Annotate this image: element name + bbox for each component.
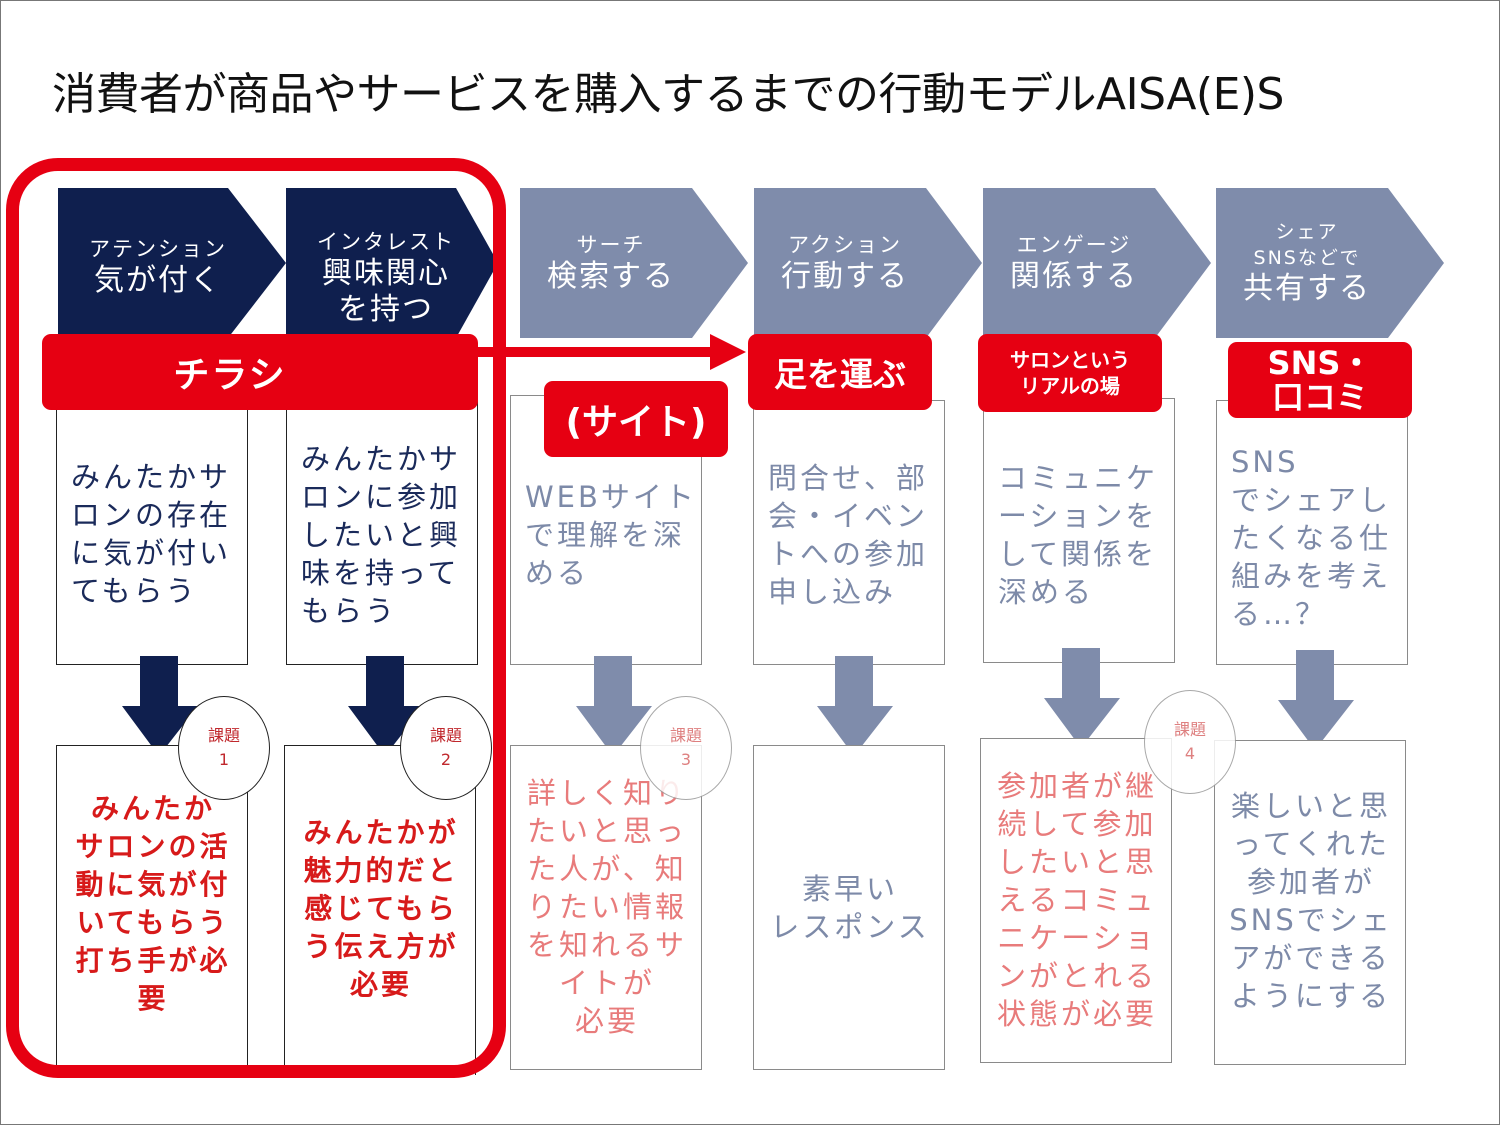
outcome-text: 楽しいと思 ってくれた 参加者が SNSでシェ アができる ようにする <box>1229 789 1393 1013</box>
outcome-box-2: みんたかが 魅力的だと 感じてもら う伝え方が 必要 <box>284 745 476 1075</box>
stage-main-label: 関係する <box>1010 259 1138 294</box>
down-arrow-icon <box>348 656 424 756</box>
challenge-label: 課題 <box>207 726 240 745</box>
stage-interest: インタレスト 興味関心 を持つ <box>286 188 514 338</box>
stage-main-label: 気が付く <box>94 263 222 298</box>
desc-text: WEBサイト で理解を深 める <box>525 480 697 590</box>
challenge-label: 課題 <box>1173 720 1206 739</box>
desc-text: 問合せ、部 会・イベン トへの参加 申し込み <box>768 461 929 609</box>
stage-main-label: 行動する <box>781 259 909 294</box>
tag-site: (サイト) <box>544 381 728 457</box>
stage-sub-label: シェア SNSなどで <box>1253 221 1361 269</box>
challenge-circle-4: 課題 4 <box>1144 690 1236 794</box>
challenge-number: 3 <box>680 750 692 769</box>
challenge-label: 課題 <box>429 726 462 745</box>
outcome-box-6: 楽しいと思 ってくれた 参加者が SNSでシェ アができる ようにする <box>1214 740 1406 1065</box>
outcome-box-1: みんたか サロンの活 動に気が付 いてもらう 打ち手が必 要 <box>56 745 248 1075</box>
stage-sub-label: インタレスト <box>317 230 455 254</box>
stage-engage: エンゲージ 関係する <box>983 188 1211 338</box>
stage-action: アクション 行動する <box>754 188 982 338</box>
desc-text: みんたかサ ロンの存在 に気が付い てもらう <box>71 460 232 608</box>
desc-box-4: 問合せ、部 会・イベン トへの参加 申し込み <box>753 400 945 665</box>
stage-sub-label: アテンション <box>89 237 227 261</box>
chevron-shape <box>520 188 748 338</box>
desc-text: コミュニケ ーションを して関係を 深める <box>998 461 1159 609</box>
outcome-box-4: 素早い レスポンス <box>753 745 945 1070</box>
highlight-frame <box>6 158 506 1078</box>
outcome-box-3: 詳しく知り たいと思っ た人が、知 りたい情報 を知れるサ イトが 必要 <box>510 745 702 1070</box>
desc-box-5: コミュニケ ーションを して関係を 深める <box>983 398 1175 663</box>
outcome-box-5: 参加者が継 続して参加 したいと思 えるコミュ ニケーショ ンがとれる 状態が必… <box>980 738 1172 1063</box>
down-arrow-icon <box>817 656 893 756</box>
down-arrow-icon <box>1044 648 1120 748</box>
tag-label: SNS・ 口コミ <box>1267 344 1373 416</box>
challenge-number: 4 <box>1184 744 1196 763</box>
tag-chirashi: チラシ <box>42 334 478 410</box>
challenge-circle-3: 課題 3 <box>640 696 732 800</box>
challenge-circle-2: 課題 2 <box>400 696 492 800</box>
challenge-number: 2 <box>440 750 452 769</box>
desc-text: SNS でシェアし たくなる仕 組みを考え る…？ <box>1231 445 1392 631</box>
outcome-text: 詳しく知り たいと思っ た人が、知 りたい情報 を知れるサ イトが 必要 <box>526 776 687 1038</box>
outcome-text: みんたか サロンの活 動に気が付 いてもらう 打ち手が必 要 <box>75 792 231 1015</box>
challenge-number: 1 <box>218 750 230 769</box>
down-arrow-icon <box>122 656 198 756</box>
chevron-shape <box>58 188 286 338</box>
tag-label: サロンという リアルの場 <box>1010 348 1130 398</box>
chevron-shape <box>983 188 1211 338</box>
challenge-circle-1: 課題 1 <box>178 696 270 800</box>
connector-arrow-icon <box>470 334 746 370</box>
challenge-label: 課題 <box>669 726 702 745</box>
stage-attention: アテンション 気が付く <box>58 188 286 338</box>
chevron-shape <box>286 188 498 338</box>
tag-label: チラシ <box>173 355 287 396</box>
outcome-text: 参加者が継 続して参加 したいと思 えるコミュ ニケーショ ンがとれる 状態が必… <box>996 769 1157 1031</box>
stage-share: シェア SNSなどで 共有する <box>1216 188 1444 338</box>
stage-main-label: 興味関心 を持つ <box>322 256 450 327</box>
stage-sub-label: サーチ <box>576 233 646 257</box>
chevron-shape <box>1216 188 1444 338</box>
tag-label: (サイト) <box>565 402 707 443</box>
outcome-text: みんたかが 魅力的だと 感じてもら う伝え方が 必要 <box>303 816 459 1001</box>
down-arrow-icon <box>1278 650 1354 750</box>
stage-sub-label: エンゲージ <box>1016 233 1132 257</box>
chevron-shape <box>754 188 982 338</box>
stage-search: サーチ 検索する <box>520 188 748 338</box>
stage-main-label: 検索する <box>547 259 675 294</box>
down-arrow-icon <box>576 656 652 756</box>
tag-label: 足を運ぶ <box>774 355 906 394</box>
desc-box-6: SNS でシェアし たくなる仕 組みを考え る…？ <box>1216 400 1408 665</box>
tag-sns: SNS・ 口コミ <box>1228 342 1412 418</box>
desc-text: みんたかサ ロンに参加 したいと興 味を持って もらう <box>301 442 462 628</box>
outcome-text: 素早い レスポンス <box>770 872 930 944</box>
stage-main-label: 共有する <box>1243 271 1371 306</box>
stage-sub-label: アクション <box>788 233 902 257</box>
slide-title: 消費者が商品やサービスを購入するまでの行動モデルAISA(E)S <box>52 69 1284 120</box>
desc-box-1: みんたかサ ロンの存在 に気が付い てもらう <box>56 395 248 665</box>
tag-salon: サロンという リアルの場 <box>978 334 1162 412</box>
desc-box-2: みんたかサ ロンに参加 したいと興 味を持って もらう <box>286 395 478 665</box>
tag-ashi: 足を運ぶ <box>748 334 932 410</box>
